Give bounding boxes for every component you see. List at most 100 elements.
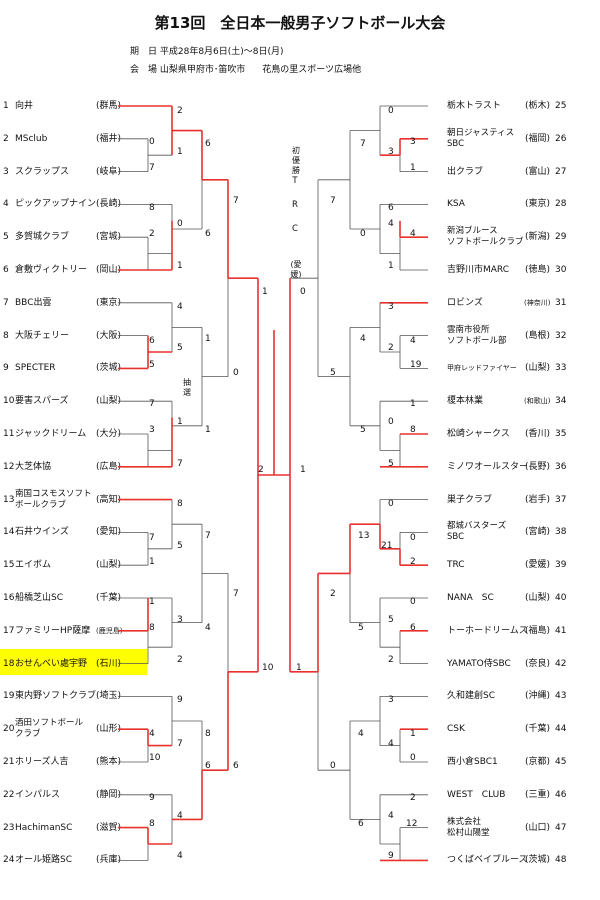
team-prefecture: (埼玉) bbox=[96, 691, 122, 702]
team-name: 巣子クラブ bbox=[447, 494, 493, 505]
team-name: エイボム bbox=[15, 560, 52, 571]
team-name-line1: 南国コスモスソフト bbox=[15, 488, 92, 499]
team-prefecture: (高知) bbox=[96, 494, 122, 505]
team-number: 21 bbox=[3, 757, 15, 767]
score-r13: 1 bbox=[410, 399, 416, 409]
score-l49: 7 bbox=[233, 589, 239, 599]
team-44: CSK(千葉)44 bbox=[432, 723, 597, 735]
team-name: 株式会社松村山陽堂 bbox=[447, 817, 490, 839]
team-name: 榎本林業 bbox=[447, 396, 484, 407]
team-name: YAMATO侍SBC bbox=[447, 658, 511, 669]
score-r4: 4 bbox=[388, 739, 394, 749]
score-r23: 2 bbox=[410, 793, 416, 803]
team-name: MSclub bbox=[15, 133, 48, 144]
team-prefecture: (宮城) bbox=[96, 232, 122, 243]
team-name: おせんべい處宇野 bbox=[15, 658, 88, 669]
team-number: 28 bbox=[555, 199, 567, 210]
team-name: ピックアップナイン bbox=[15, 199, 97, 210]
team-name: 出クラブ bbox=[447, 166, 484, 177]
score-l30: 8 bbox=[149, 623, 155, 633]
score-r5: 6 bbox=[388, 203, 394, 213]
score-l7: 0 bbox=[177, 219, 183, 229]
team-prefecture: (広島) bbox=[96, 461, 122, 472]
team-prefecture: (沖縄) bbox=[525, 691, 551, 702]
venue-city: 会 場 山梨県甲府市･笛吹市 bbox=[130, 65, 246, 75]
team-number: 23 bbox=[3, 822, 15, 833]
team-name: スクラップス bbox=[15, 166, 70, 177]
score-l46: 8 bbox=[149, 819, 155, 829]
team-name: 石井ウインズ bbox=[15, 527, 69, 538]
team-prefecture: (鹿児島) bbox=[96, 626, 123, 635]
score-l34: 4 bbox=[205, 623, 211, 633]
team-name-line2: ソフトボール部 bbox=[447, 335, 507, 346]
score-r1: 0 bbox=[388, 106, 394, 116]
team-number: 48 bbox=[555, 855, 567, 866]
score-r21: 0 bbox=[410, 597, 416, 607]
page-title: 第13回 全日本一般男子ソフトボール大会 bbox=[154, 14, 446, 32]
team-name: 久和建創SC bbox=[447, 691, 495, 702]
score-l32: 2 bbox=[177, 655, 183, 665]
team-name-line2: SBC bbox=[447, 138, 465, 149]
score-r10: 4 bbox=[410, 336, 416, 346]
champion-pref: (愛媛) bbox=[290, 260, 302, 279]
team-34: 榎本林業(和歌山)34 bbox=[432, 395, 597, 407]
venue-line: 会 場 山梨県甲府市･笛吹市 花鳥の里スポーツ広場他 bbox=[130, 62, 361, 75]
team-name: 南国コスモスソフトボールクラブ bbox=[15, 489, 92, 511]
score-r7: 1 bbox=[388, 261, 394, 271]
score-l18: 5 bbox=[177, 343, 183, 353]
score-r20: 2 bbox=[410, 557, 416, 567]
score-l42: 7 bbox=[177, 739, 183, 749]
team-number: 10 bbox=[3, 396, 15, 407]
score-l10: 6 bbox=[205, 229, 211, 239]
team-prefecture: (千葉) bbox=[525, 724, 551, 735]
team-25: 栃木トラスト(栃木)25 bbox=[432, 100, 597, 112]
team-number: 8 bbox=[3, 330, 9, 341]
team-name: インパルス bbox=[15, 789, 61, 800]
team-number: 12 bbox=[3, 461, 15, 472]
team-name: トーホードリームス bbox=[447, 625, 528, 636]
score-r38: 13 bbox=[358, 531, 369, 541]
team-prefecture: (大分) bbox=[96, 429, 122, 439]
team-35: 松崎シャークス(香川)35 bbox=[432, 428, 597, 440]
team-prefecture: (島根) bbox=[525, 330, 551, 341]
venue-field: 花鳥の里スポーツ広場他 bbox=[262, 65, 362, 75]
score-l19: 1 bbox=[177, 417, 183, 427]
team-number: 9 bbox=[3, 363, 9, 374]
score-l46: 8 bbox=[205, 729, 211, 739]
champion-team: T R C bbox=[288, 175, 302, 235]
team-number: 47 bbox=[555, 822, 567, 833]
team-prefecture: (静岡) bbox=[96, 789, 122, 800]
team-number: 36 bbox=[555, 461, 567, 472]
team-name: 大芝体協 bbox=[15, 461, 52, 472]
champion-team-letter-3: C bbox=[292, 224, 298, 234]
team-number: 13 bbox=[3, 494, 15, 505]
champion-label: 初優勝 bbox=[292, 146, 300, 175]
team-prefecture: (福岡) bbox=[525, 133, 551, 144]
score-l9: 1 bbox=[177, 261, 183, 271]
team-name: ロビンズ bbox=[447, 297, 483, 308]
score-l33: 5 bbox=[177, 541, 183, 551]
team-name: 西小倉SBC1 bbox=[447, 757, 498, 767]
team-prefecture: (徳島) bbox=[525, 265, 551, 275]
score-l52: 0 bbox=[233, 368, 239, 378]
team-48: つくばベイブルース(茨城)48 bbox=[432, 854, 597, 866]
team-number: 26 bbox=[555, 133, 567, 144]
team-number: 2 bbox=[3, 133, 9, 144]
score-l39: 7 bbox=[205, 531, 211, 541]
team-number: 43 bbox=[555, 691, 567, 702]
score-l51: 1 bbox=[262, 287, 268, 297]
score-l5: 6 bbox=[205, 139, 211, 149]
